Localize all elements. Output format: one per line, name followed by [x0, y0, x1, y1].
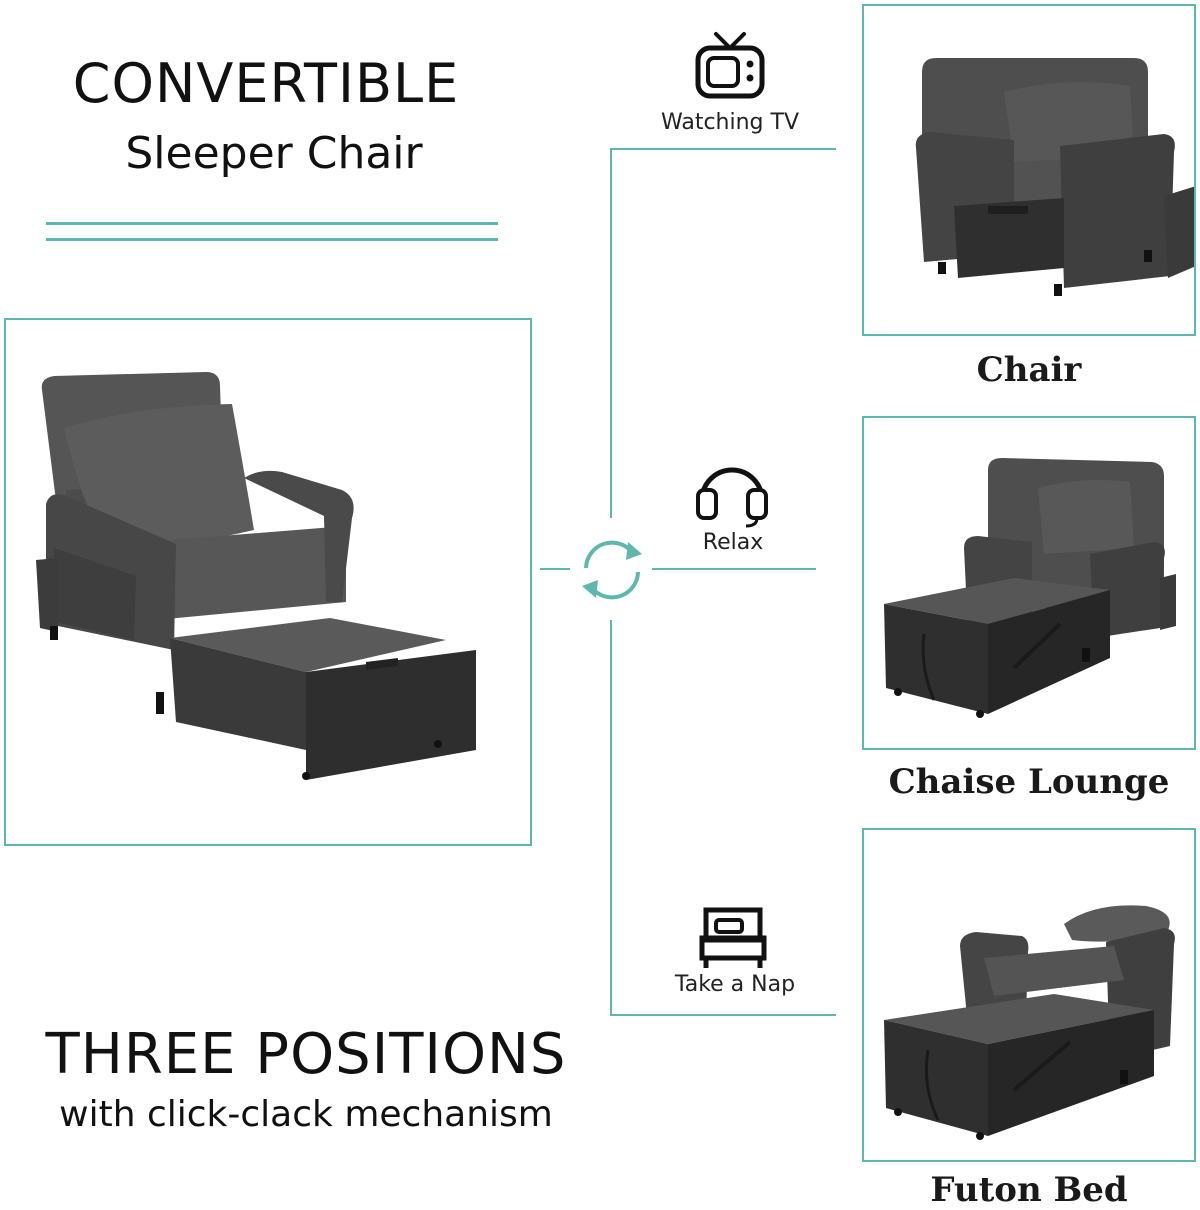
connector-line-middle: [652, 568, 816, 570]
connector-line-lower: [610, 620, 612, 1016]
main-product-frame: [4, 318, 532, 846]
chaise-lounge-position-image: [884, 458, 1176, 718]
page-subtitle: Sleeper Chair: [125, 128, 423, 179]
divider-line-top: [46, 222, 498, 225]
positions-heading: THREE POSITIONS: [45, 1022, 567, 1087]
connector-line-top: [610, 148, 836, 150]
headphones-icon: [694, 454, 770, 528]
chaise-lounge-position-frame: [862, 416, 1196, 750]
chair-position-frame: [862, 4, 1196, 336]
futon-bed-position-frame: [862, 828, 1196, 1162]
futon-bed-position-image: [884, 905, 1175, 1140]
mode-label-relax: Relax: [702, 530, 764, 555]
caption-chaise-lounge: Chaise Lounge: [888, 762, 1170, 802]
caption-futon-bed: Futon Bed: [930, 1170, 1128, 1210]
tv-icon: [692, 30, 768, 104]
page-title: CONVERTIBLE: [72, 52, 460, 115]
positions-subheading: with click-clack mechanism: [59, 1094, 553, 1135]
connector-line-left: [540, 568, 570, 570]
divider-line-bottom: [46, 238, 498, 241]
cycle-arrows-icon: [570, 530, 654, 610]
sleeper-chair-extended-image: [36, 372, 476, 780]
connector-line-upper: [610, 148, 612, 518]
connector-line-bottom: [610, 1014, 836, 1016]
chair-position-image: [915, 58, 1194, 296]
bed-icon: [698, 906, 768, 970]
mode-label-take-a-nap: Take a Nap: [674, 972, 796, 997]
mode-label-watching-tv: Watching TV: [661, 110, 799, 135]
caption-chair: Chair: [976, 350, 1082, 390]
